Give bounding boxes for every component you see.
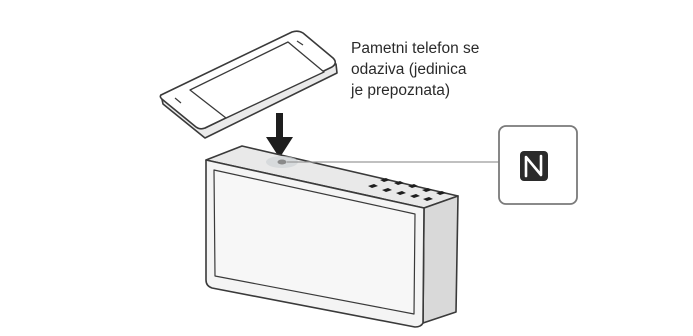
caption-line-2: odaziva (jedinica — [351, 61, 467, 78]
down-arrow-icon — [266, 113, 293, 158]
nfc-badge — [498, 125, 578, 205]
speaker-button — [422, 188, 432, 192]
speaker-button — [410, 194, 420, 198]
diagram-caption: Pametni telefon se odaziva (jedinica je … — [351, 38, 551, 101]
speaker-button — [396, 191, 406, 195]
speaker-control-buttons — [368, 178, 446, 201]
smartphone — [159, 30, 338, 139]
nfc-spot — [277, 159, 287, 165]
caption-line-3: je prepoznata) — [351, 82, 451, 99]
nfc-n-mark-icon — [520, 151, 548, 181]
speaker-button — [423, 197, 433, 201]
speaker-front-grille — [213, 169, 416, 315]
speaker-button — [436, 191, 446, 195]
speaker-button — [408, 184, 418, 188]
speaker-button — [394, 181, 404, 185]
speaker-side-face — [422, 195, 459, 324]
speaker-button — [380, 178, 390, 182]
speaker-unit — [205, 145, 459, 328]
speaker-button — [368, 184, 378, 188]
speaker-button — [382, 188, 392, 192]
caption-line-1: Pametni telefon se — [351, 40, 480, 57]
phone-screen — [189, 41, 325, 119]
